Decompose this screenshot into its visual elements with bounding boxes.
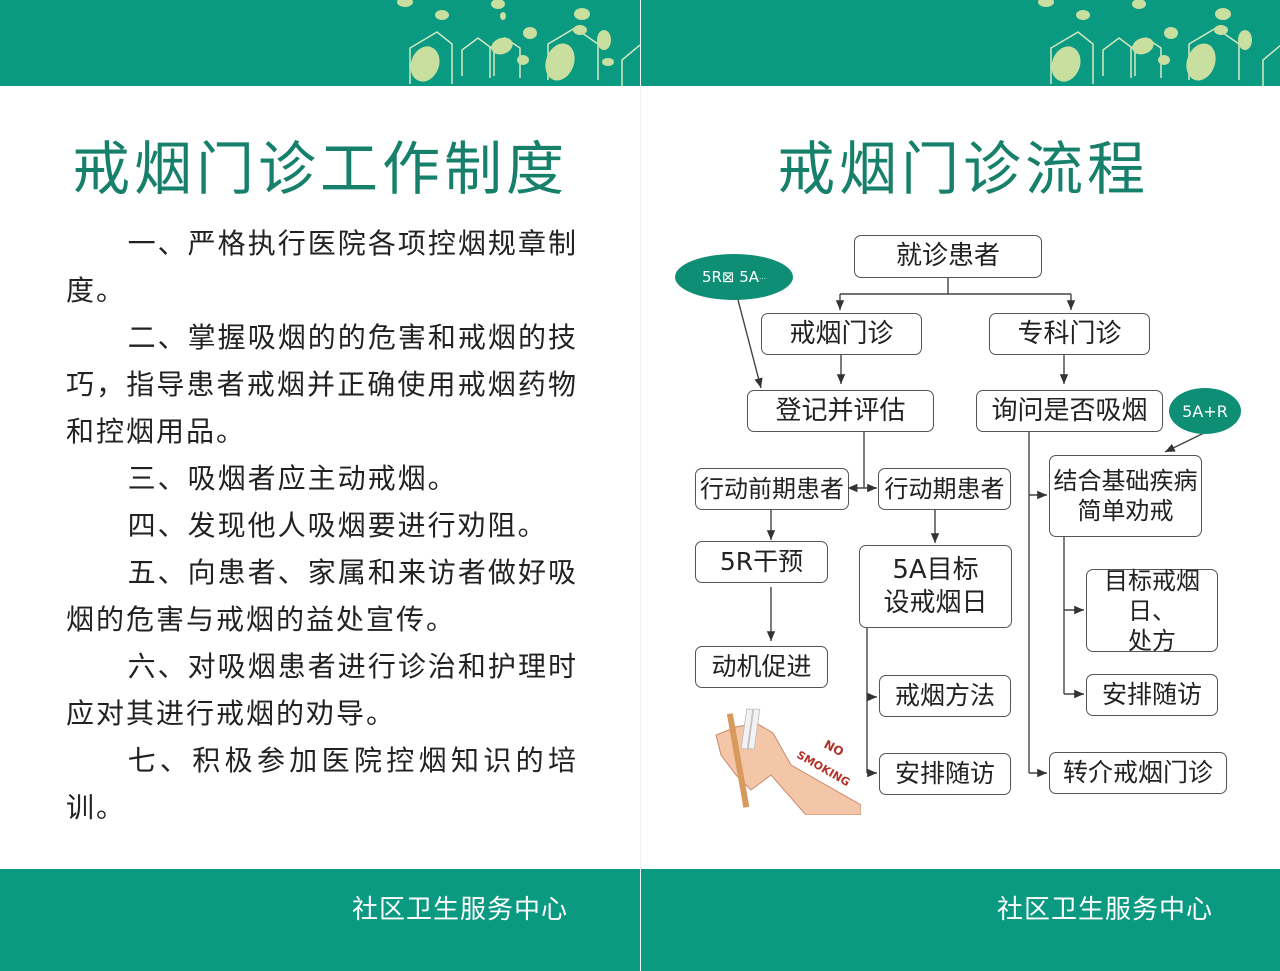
rule-item: 五、向患者、家属和来访者做好吸烟的危害与戒烟的益处宣传。 <box>66 556 578 636</box>
oval-5r-5a: 5R⊠ 5A… <box>675 254 793 300</box>
flowchart-panel: 戒烟门诊流程 <box>640 0 1280 971</box>
flowchart-connectors <box>736 278 1205 778</box>
rules-panel: 戒烟门诊工作制度 一、严格执行医院各项控烟规章制度。 二、掌握吸烟的的危害和戒烟… <box>0 0 640 971</box>
rule-item: 三、吸烟者应主动戒烟。 <box>127 462 458 495</box>
node-motivation: 动机促进 <box>695 646 828 688</box>
node-followup-left: 安排随访 <box>879 753 1011 795</box>
rule-item: 一、严格执行医院各项控烟规章制度。 <box>66 227 578 307</box>
node-5r-intervention: 5R干预 <box>695 541 828 583</box>
no-smoking-hand-icon: NO SMOKING <box>715 708 861 815</box>
node-target-line2: 处方 <box>1128 626 1176 655</box>
rule-item: 四、发现他人吸烟要进行劝阻。 <box>127 509 548 542</box>
node-smoking-clinic: 戒烟门诊 <box>761 313 922 355</box>
node-5a-goal-line1: 5A目标 <box>892 555 979 585</box>
node-referral: 转介戒烟门诊 <box>1049 752 1227 794</box>
rules-list: 一、严格执行医院各项控烟规章制度。 二、掌握吸烟的的危害和戒烟的技巧，指导患者戒… <box>66 220 578 831</box>
node-action: 行动期患者 <box>878 468 1011 510</box>
node-register-assess: 登记并评估 <box>747 390 934 432</box>
footer-organization: 社区卫生服务中心 <box>997 895 1214 925</box>
footer-band: 社区卫生服务中心 <box>641 869 1280 971</box>
rule-item: 二、掌握吸烟的的危害和戒烟的技巧，指导患者戒烟并正确使用戒烟药物和控烟用品。 <box>66 321 578 448</box>
node-start-patient: 就诊患者 <box>854 235 1042 278</box>
oval-5r-5a-suffix: … <box>759 273 767 281</box>
node-5a-goal-line2: 设戒烟日 <box>883 587 988 618</box>
node-quit-method: 戒烟方法 <box>879 675 1011 717</box>
header-band <box>0 0 640 86</box>
footer-organization: 社区卫生服务中心 <box>352 895 569 925</box>
node-combine-line1: 结合基础疾病 <box>1053 467 1198 495</box>
node-ask-smoking: 询问是否吸烟 <box>976 390 1163 432</box>
page-title: 戒烟门诊工作制度 <box>72 135 569 203</box>
houses-leaves-decoration-icon <box>397 0 640 86</box>
node-target-prescription: 目标戒烟日、 处方 <box>1086 566 1218 655</box>
node-followup-right: 安排随访 <box>1086 674 1218 716</box>
rule-item: 六、对吸烟患者进行诊治和护理时应对其进行戒烟的劝导。 <box>66 650 578 730</box>
node-pre-action: 行动前期患者 <box>695 468 849 510</box>
header-band <box>641 0 1280 86</box>
node-combine-disease: 结合基础疾病 简单劝戒 <box>1049 455 1202 537</box>
node-specialist-clinic: 专科门诊 <box>989 313 1150 355</box>
oval-5a-r: 5A+R <box>1169 388 1241 434</box>
no-label: NO <box>822 737 846 759</box>
node-5a-goal: 5A目标 设戒烟日 <box>859 545 1012 628</box>
oval-5r-5a-label: 5R⊠ 5A <box>701 268 760 286</box>
node-combine-line2: 简单劝戒 <box>1077 497 1174 525</box>
houses-leaves-decoration-icon <box>1038 0 1280 86</box>
footer-band: 社区卫生服务中心 <box>0 869 640 971</box>
page-title: 戒烟门诊流程 <box>777 135 1150 203</box>
node-target-line1: 目标戒烟日、 <box>1104 566 1200 625</box>
rule-item: 七、积极参加医院控烟知识的培训。 <box>66 744 578 824</box>
